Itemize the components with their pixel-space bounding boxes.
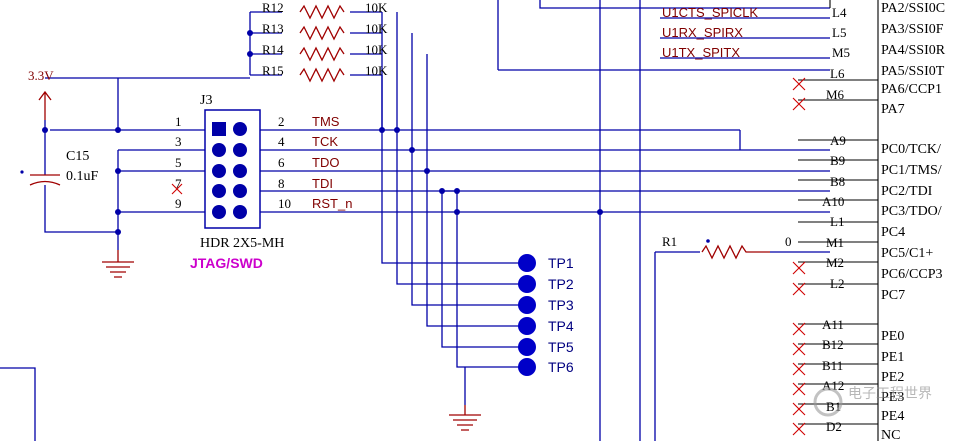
- pin-10: 10: [278, 196, 291, 211]
- capacitor-value: 0.1uF: [66, 169, 99, 184]
- port-nc: NC: [881, 428, 900, 441]
- r1-ref: R1: [662, 234, 677, 249]
- net-u1rx: U1RX_SPIRX: [662, 25, 743, 40]
- resistor-r1: R1 0: [662, 234, 792, 260]
- header-ref: J3: [200, 93, 212, 108]
- net-u1tx: U1TX_SPITX: [662, 45, 740, 60]
- header-function: JTAG/SWD: [190, 255, 263, 271]
- pin-7: 7: [175, 176, 182, 191]
- tp6-label: TP6: [548, 359, 574, 375]
- capacitor-ref: C15: [66, 149, 89, 164]
- pin-d2: D2: [826, 419, 842, 434]
- r14-ref: R14: [262, 42, 284, 57]
- tp2-label: TP2: [548, 276, 574, 292]
- port-pe0: PE0: [881, 329, 904, 344]
- port-pa6: PA6/CCP1: [881, 82, 942, 97]
- pin-3: 3: [175, 134, 182, 149]
- port-pa3: PA3/SSI0F: [881, 22, 944, 37]
- pin-m6: M6: [826, 87, 845, 102]
- pin-m1: M1: [826, 235, 844, 250]
- ground-symbol: [449, 405, 481, 431]
- pin-b11: B11: [822, 358, 843, 373]
- pin-l5: L5: [832, 25, 846, 40]
- pin-l1: L1: [830, 214, 844, 229]
- net-tdo: TDO: [312, 155, 339, 170]
- port-pa2: PA2/SSI0C: [881, 1, 945, 16]
- tp4-label: TP4: [548, 318, 574, 334]
- r15-ref: R15: [262, 63, 284, 78]
- pin-2: 2: [278, 114, 285, 129]
- port-pc2: PC2/TDI: [881, 184, 933, 199]
- header-j3: J3 1 3 5 7 9 2 4 6 8 10 TMS TCK TDO TDI …: [171, 93, 352, 271]
- r13-ref: R13: [262, 21, 284, 36]
- pin-1: 1: [175, 114, 182, 129]
- r15-value: 10K: [365, 63, 388, 78]
- mcu-nets: U1CTS_SPICLK U1RX_SPIRX U1TX_SPITX L4 L5…: [662, 5, 850, 60]
- pin-l4: L4: [832, 5, 847, 20]
- pin-m5: M5: [832, 45, 850, 60]
- port-pc7: PC7: [881, 288, 905, 303]
- pin-b12: B12: [822, 337, 844, 352]
- pin-b9: B9: [830, 153, 845, 168]
- pin-l2: L2: [830, 276, 844, 291]
- r12-ref: R12: [262, 0, 284, 15]
- tp5-label: TP5: [548, 339, 574, 355]
- r1-value: 0: [785, 234, 792, 249]
- pin-a9: A9: [830, 133, 846, 148]
- watermark: 电子工程世界: [813, 386, 932, 417]
- port-pa4: PA4/SSI0R: [881, 43, 946, 58]
- net-tck: TCK: [312, 134, 338, 149]
- port-pa7: PA7: [881, 102, 905, 117]
- port-pc1: PC1/TMS/: [881, 163, 942, 178]
- testpoints: TP1 TP2 TP3 TP4 TP5 TP6: [518, 254, 574, 376]
- mcu-pin-numbers: L6 M6 A9 B9 B8 A10 L1 M1 M2 L2 A11 B12 B…: [822, 66, 846, 434]
- ground-symbol: [102, 250, 134, 278]
- header-part: HDR 2X5-MH: [200, 236, 284, 251]
- capacitor-c15: C15 0.1uF: [20, 149, 99, 186]
- pin-6: 6: [278, 155, 285, 170]
- pin-4: 4: [278, 134, 285, 149]
- net-u1cts: U1CTS_SPICLK: [662, 5, 758, 20]
- pin-a11: A11: [822, 317, 844, 332]
- port-pc6: PC6/CCP3: [881, 267, 942, 282]
- pin-8: 8: [278, 176, 285, 191]
- net-tdi: TDI: [312, 176, 333, 191]
- pin-9: 9: [175, 196, 182, 211]
- net-rst: RST_n: [312, 196, 352, 211]
- net-tms: TMS: [312, 114, 340, 129]
- mcu-block: [792, 0, 879, 441]
- junctions: [42, 30, 603, 235]
- r14-value: 10K: [365, 42, 388, 57]
- mcu-port-labels: PA2/SSI0C PA3/SSI0F PA4/SSI0R PA5/SSI0T …: [881, 1, 946, 441]
- pin-l6: L6: [830, 66, 845, 81]
- r12-value: 10K: [365, 0, 388, 15]
- wires: [0, 0, 830, 441]
- tp1-label: TP1: [548, 255, 574, 271]
- r13-value: 10K: [365, 21, 388, 36]
- tp3-label: TP3: [548, 297, 574, 313]
- port-pc0: PC0/TCK/: [881, 142, 941, 157]
- pin-a10: A10: [822, 194, 844, 209]
- power-label: 3.3V: [28, 68, 54, 83]
- port-pe2: PE2: [881, 370, 904, 385]
- pin-b8: B8: [830, 174, 845, 189]
- port-pa5: PA5/SSI0T: [881, 64, 945, 79]
- watermark-text: 电子工程世界: [848, 386, 932, 402]
- port-pe1: PE1: [881, 350, 904, 365]
- port-pc5: PC5/C1+: [881, 246, 933, 261]
- port-pc3: PC3/TDO/: [881, 204, 942, 219]
- power-symbol-3v3: 3.3V: [28, 68, 54, 120]
- port-pe4: PE4: [881, 409, 904, 424]
- resistor-array: R12 R13 R14 R15 10K 10K 10K 10K: [262, 0, 388, 83]
- pin-m2: M2: [826, 255, 844, 270]
- pin-5: 5: [175, 155, 182, 170]
- port-pe3: PE3: [881, 390, 904, 405]
- port-pc4: PC4: [881, 225, 905, 240]
